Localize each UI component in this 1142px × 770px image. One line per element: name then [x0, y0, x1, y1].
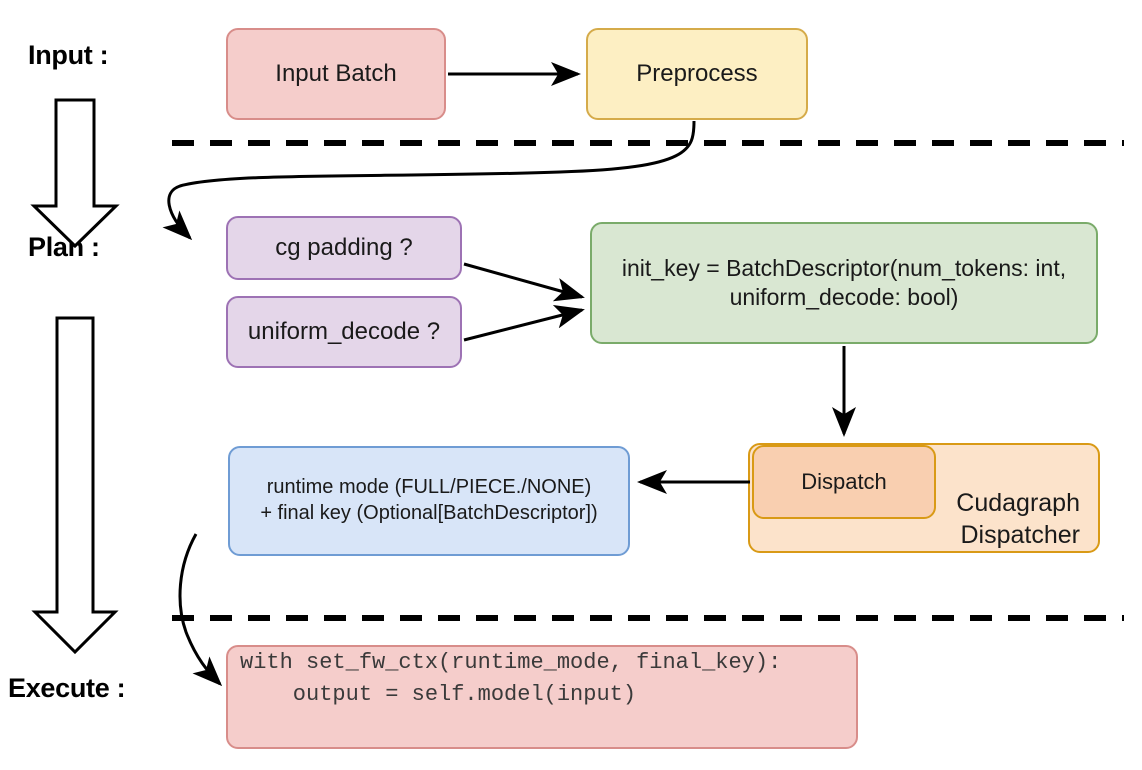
node-cg-padding-label: cg padding ? [275, 233, 413, 261]
node-input-batch[interactable]: Input Batch [226, 28, 446, 120]
plan-to-execute-flow-arrow [31, 316, 119, 655]
edge-uniform-decode-to-init-key [463, 305, 585, 342]
node-preprocess-label: Preprocess [636, 59, 758, 87]
node-execute-code-line-1: with set_fw_ctx(runtime_mode, final_key)… [240, 650, 782, 675]
node-cudagraph-dispatcher-line-1: Cudagraph [956, 489, 1080, 517]
node-preprocess[interactable]: Preprocess [586, 28, 808, 120]
node-input-batch-label: Input Batch [275, 59, 397, 87]
input-to-plan-flow-arrow [30, 98, 120, 249]
node-dispatch-label: Dispatch [801, 468, 887, 494]
node-cudagraph-dispatcher-line-2: Dispatcher [960, 521, 1081, 549]
node-runtime-mode-line-2: + final key (Optional[BatchDescriptor]) [260, 502, 598, 524]
node-runtime-mode[interactable]: runtime mode (FULL/PIECE./NONE) + final … [228, 446, 630, 556]
edge-cg-padding-to-init-key [463, 262, 585, 302]
node-uniform-decode[interactable]: uniform_decode ? [226, 296, 462, 368]
node-cg-padding[interactable]: cg padding ? [226, 216, 462, 280]
node-execute-code[interactable]: with set_fw_ctx(runtime_mode, final_key)… [226, 645, 858, 749]
stage-label-execute: Execute : [8, 673, 126, 703]
node-uniform-decode-label: uniform_decode ? [247, 317, 441, 345]
node-dispatch[interactable]: Dispatch [752, 445, 936, 519]
node-init-key-line-2: uniform_decode: bool) [729, 284, 959, 310]
node-init-key-line-1: init_key = BatchDescriptor(num_tokens: i… [621, 254, 1067, 281]
node-execute-code-line-2: output = self.model(input) [240, 681, 637, 707]
edge-runtime-mode-to-execute-code [178, 533, 223, 687]
node-init-key[interactable]: init_key = BatchDescriptor(num_tokens: i… [590, 222, 1098, 344]
node-runtime-mode-line-1: runtime mode (FULL/PIECE./NONE) [266, 476, 592, 499]
stage-label-plan: Plan : [28, 232, 100, 262]
stage-label-input: Input : [28, 40, 109, 70]
